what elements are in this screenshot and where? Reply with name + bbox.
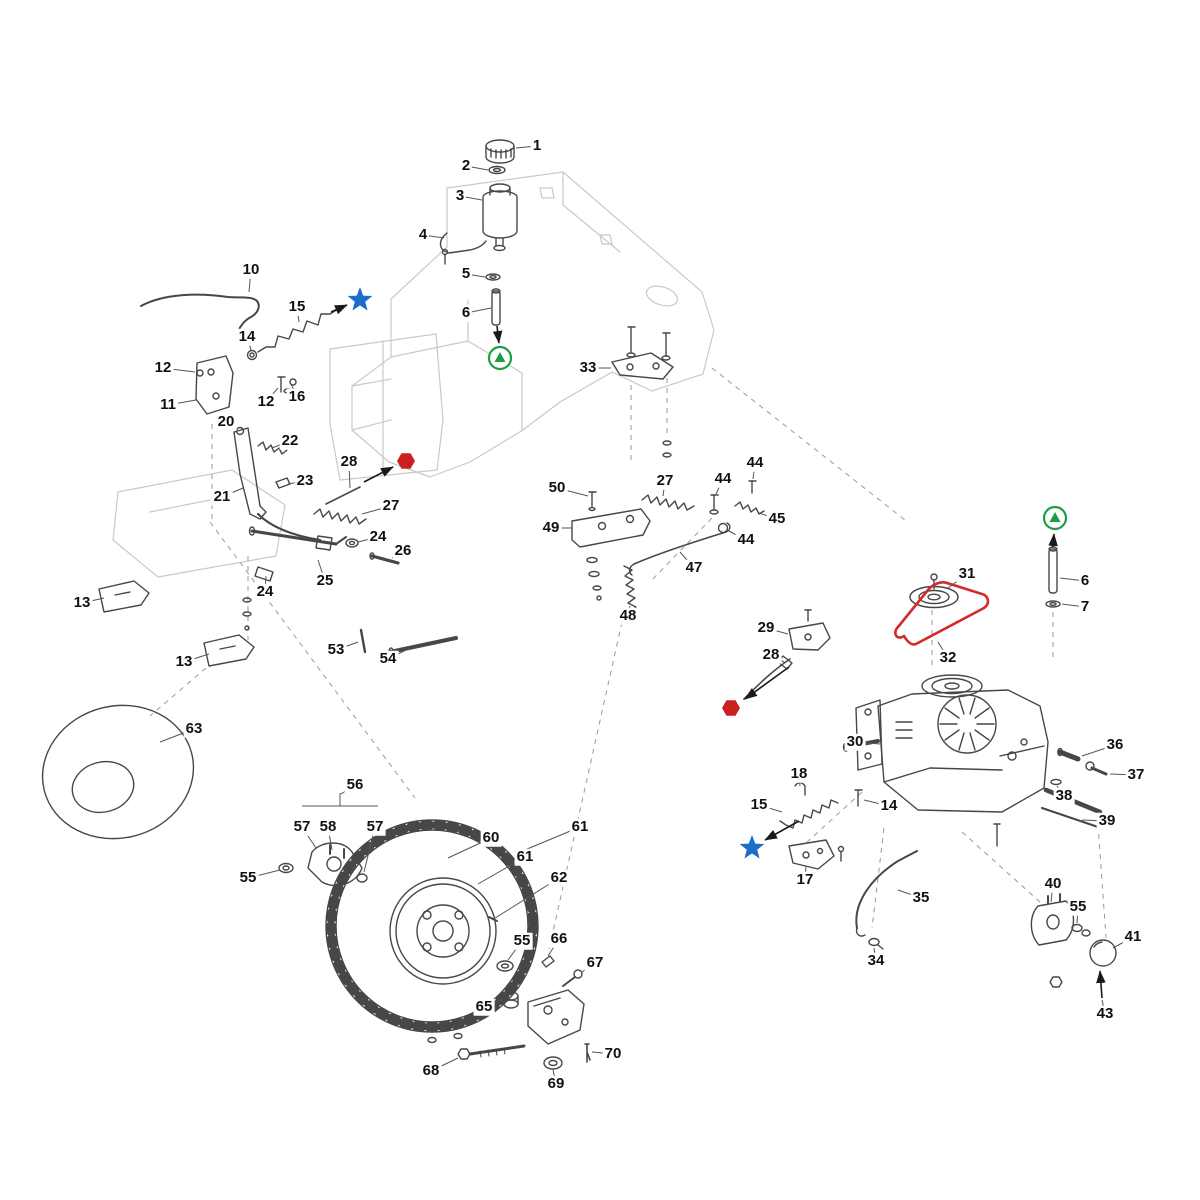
leader-line-69 — [552, 1069, 557, 1085]
leader-line-21 — [221, 487, 244, 498]
leader-line-53 — [335, 641, 359, 651]
leader-line-17 — [804, 865, 807, 881]
leader-line-13 — [81, 597, 105, 604]
left-hub-assembly — [278, 842, 368, 887]
leader-line-34 — [873, 947, 877, 962]
leader-line-5 — [465, 273, 486, 278]
leader-line-15 — [758, 804, 783, 813]
leader-line-47 — [679, 551, 695, 569]
leader-line-20 — [225, 421, 237, 431]
green-triangle-marker — [1042, 505, 1068, 531]
axle-bracket-assembly — [427, 955, 591, 1070]
leader-line-37 — [1109, 773, 1137, 776]
leader-line-39 — [1081, 819, 1108, 822]
leader-line-36 — [1081, 744, 1116, 757]
leader-line-11 — [167, 399, 197, 406]
leader-line-10 — [248, 269, 252, 293]
brake-pedal-assembly — [98, 293, 458, 667]
leader-line-15 — [296, 306, 300, 323]
reservoir-assembly — [439, 139, 518, 326]
leader-line-56 — [340, 784, 356, 795]
projection-lines — [149, 367, 1107, 955]
label-grouping-bracket — [302, 793, 378, 807]
leader-line-63 — [159, 728, 195, 743]
leader-line-35 — [897, 889, 922, 899]
drive-pulley-assembly — [909, 573, 959, 609]
leader-line-55 — [1076, 906, 1079, 924]
transaxle-fittings — [1040, 747, 1108, 829]
leader-line-40 — [1050, 883, 1054, 903]
leader-line-44 — [752, 462, 756, 480]
leader-line-70 — [591, 1051, 614, 1055]
right-hub-assembly — [1030, 893, 1117, 988]
leader-line-6 — [465, 307, 492, 314]
leader-line-44 — [726, 529, 747, 541]
pointer-arrows — [330, 304, 1106, 999]
leader-line-48 — [627, 605, 631, 617]
inner-tube — [41, 704, 195, 840]
blue-star-marker — [347, 287, 373, 311]
leader-line-50 — [556, 487, 589, 497]
leader-line-25 — [317, 559, 326, 582]
leader-line-27 — [662, 480, 666, 497]
leader-line-13 — [183, 653, 210, 663]
leader-line-28 — [348, 461, 351, 489]
blue-star-marker — [739, 835, 765, 859]
leader-line-55 — [507, 940, 523, 961]
leader-line-60 — [447, 837, 492, 859]
leader-line-43 — [1101, 999, 1106, 1015]
bracket-33-assembly — [611, 326, 674, 458]
leader-line-4 — [422, 234, 445, 239]
leader-line-18 — [798, 773, 801, 787]
transaxle-assembly — [842, 674, 1103, 847]
idler-pin-assembly — [1045, 546, 1061, 608]
leader-line-68 — [430, 1057, 459, 1072]
leader-line-57 — [301, 826, 317, 849]
leader-line-29 — [765, 627, 789, 635]
leader-line-24 — [357, 536, 379, 543]
leader-line-12 — [162, 367, 196, 373]
leader-line-26 — [391, 550, 404, 559]
leader-line-61 — [519, 826, 581, 853]
red-hexagon-marker — [722, 700, 740, 716]
drive-belt-highlight — [894, 581, 990, 646]
leader-line-24 — [264, 575, 267, 593]
leader-line-23 — [287, 480, 306, 485]
callout-markers — [347, 287, 1068, 859]
leader-line-44 — [715, 478, 724, 495]
leader-line-14 — [246, 336, 252, 351]
control-linkage-assembly — [571, 480, 831, 700]
leader-line-12 — [265, 387, 279, 403]
leader-lines — [81, 145, 1137, 1085]
leader-line-55 — [247, 869, 281, 879]
leader-line-41 — [1112, 936, 1134, 949]
leader-line-67 — [581, 962, 596, 973]
chassis-frame-outline — [112, 171, 715, 578]
leader-line-62 — [491, 877, 560, 921]
leader-line-27 — [361, 505, 392, 515]
leader-line-3 — [459, 195, 483, 201]
leader-line-2 — [465, 165, 489, 171]
leader-line-14 — [863, 799, 890, 807]
leader-line-6 — [1059, 577, 1086, 582]
leader-line-1 — [515, 145, 538, 149]
leader-line-7 — [1061, 603, 1086, 608]
green-triangle-marker — [487, 345, 513, 371]
leader-line-45 — [758, 512, 778, 520]
leader-line-22 — [271, 440, 291, 449]
drive-wheel — [325, 819, 539, 1033]
brake-rod-assembly — [779, 781, 918, 950]
leader-line-32 — [937, 641, 949, 659]
